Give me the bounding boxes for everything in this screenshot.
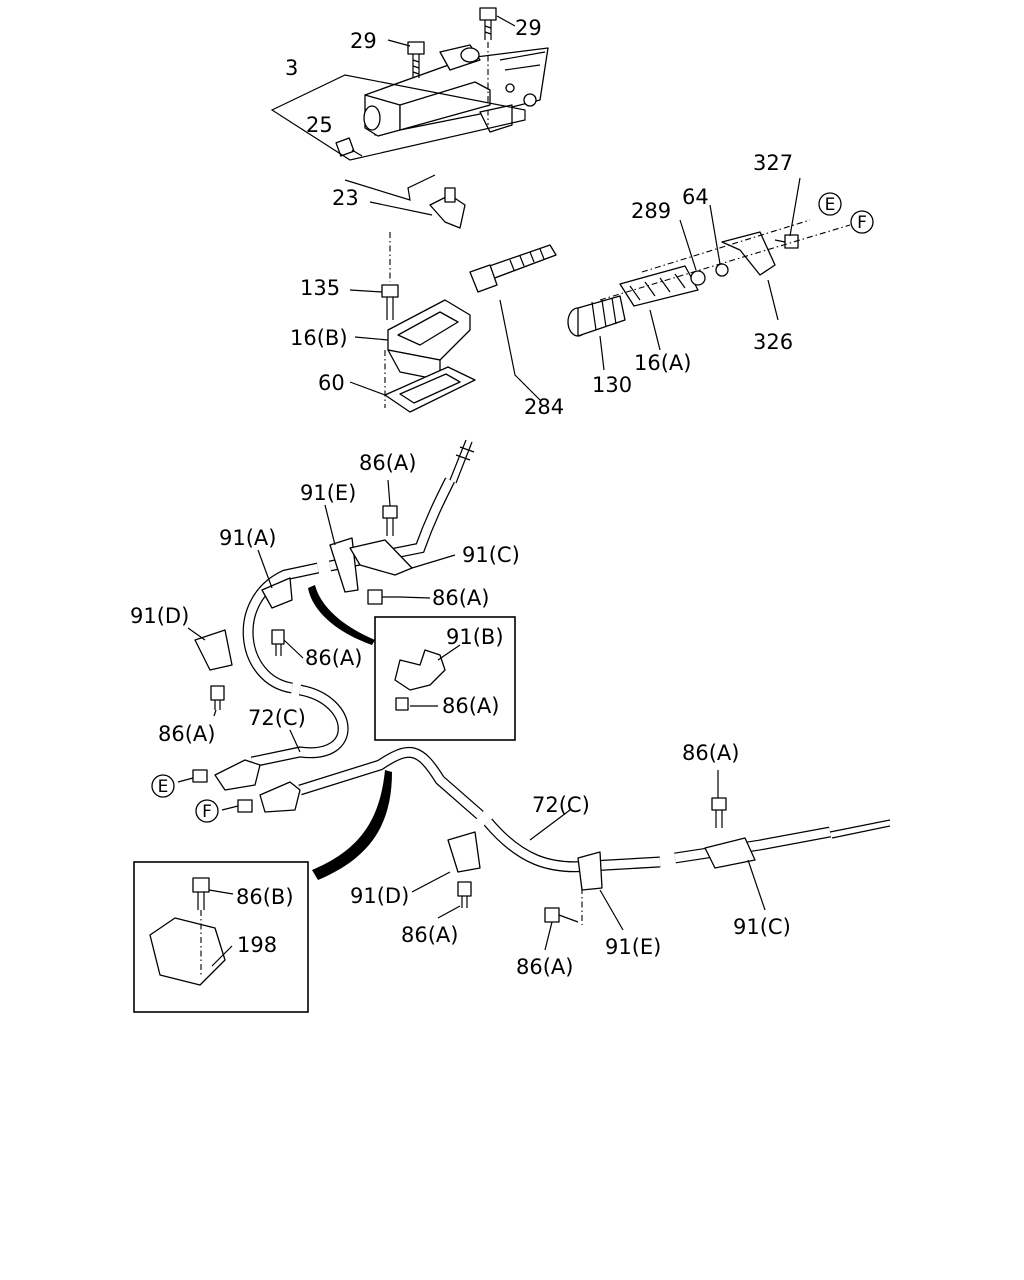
label-91e-1: 91(E): [300, 481, 356, 505]
cable-end-f: [221, 781, 301, 813]
label-130: 130: [592, 373, 632, 397]
label-23: 23: [332, 186, 359, 210]
label-29b: 29: [515, 16, 542, 40]
front-cable-72c: [242, 439, 475, 768]
clip-23: [429, 187, 466, 229]
label-86a-3: 86(A): [305, 646, 362, 670]
ref-e-bottom: E: [151, 774, 175, 798]
label-86a-1: 86(A): [359, 451, 416, 475]
rod-284: [469, 244, 557, 293]
label-289: 289: [631, 199, 671, 223]
bolt-135: [381, 284, 399, 320]
clamp-91e-lower: [577, 851, 603, 891]
brake-lever-assembly: [363, 44, 549, 137]
svg-text:E: E: [158, 777, 169, 797]
rear-cable-72c: [298, 746, 891, 873]
detail-pointer-198: [312, 770, 392, 880]
label-25: 25: [306, 113, 333, 137]
bolt-29-left: [407, 41, 425, 78]
label-91a: 91(A): [219, 526, 276, 550]
label-91e-2: 91(E): [605, 935, 661, 959]
label-72c-1: 72(C): [248, 706, 306, 730]
label-86a-7: 86(A): [401, 923, 458, 947]
label-60: 60: [318, 371, 345, 395]
svg-text:F: F: [857, 213, 867, 233]
gasket-60: [384, 366, 476, 413]
leader-lines: [187, 15, 801, 967]
label-86a-6: 86(A): [682, 741, 739, 765]
label-29a: 29: [350, 29, 377, 53]
part-labels: 29 29 3 25 23 327 289 64 135 16(B) 60 32…: [130, 16, 793, 979]
label-86a-5: 86(A): [158, 722, 215, 746]
leader-23: [344, 174, 436, 201]
cable-end-e: [177, 759, 261, 791]
label-91c-2: 91(C): [733, 915, 791, 939]
washer-289: [690, 270, 706, 286]
label-86a-2: 86(A): [432, 586, 489, 610]
label-198: 198: [237, 933, 277, 957]
label-16b: 16(B): [290, 326, 348, 350]
bracket-326: [721, 231, 776, 276]
label-86a-4: 86(A): [442, 694, 499, 718]
clamp-91e-upper: [329, 537, 413, 593]
label-326: 326: [753, 330, 793, 354]
clamp-91a: [261, 577, 293, 609]
label-135: 135: [300, 276, 340, 300]
bolt-29-right: [479, 7, 497, 40]
bracket-198-detail: [149, 877, 226, 986]
detail-box-91b: [374, 616, 516, 741]
clamp-91c-lower: [704, 837, 756, 869]
ref-f-top: F: [850, 210, 874, 234]
detail-box-198: [133, 861, 309, 1013]
label-16a: 16(A): [634, 351, 691, 375]
label-91b: 91(B): [446, 625, 504, 649]
label-284: 284: [524, 395, 564, 419]
svg-text:E: E: [825, 195, 836, 215]
equalizer-axis-f: [599, 224, 851, 301]
clamp-91d-lower: [447, 831, 481, 873]
label-91d-2: 91(D): [350, 884, 409, 908]
equalizer-axis-e: [641, 219, 811, 273]
label-327: 327: [753, 151, 793, 175]
boot-130: [567, 295, 626, 337]
svg-text:F: F: [202, 802, 212, 822]
nut-64: [715, 263, 729, 277]
boot-16b: [387, 299, 471, 381]
bolts-86a: [210, 505, 727, 923]
label-91d-1: 91(D): [130, 604, 189, 628]
bolt-327: [774, 234, 799, 249]
label-72c-2: 72(C): [532, 793, 590, 817]
label-86b: 86(B): [236, 885, 294, 909]
clamp-91b-detail: [394, 649, 446, 711]
label-3: 3: [285, 56, 298, 80]
label-91c-1: 91(C): [462, 543, 520, 567]
label-64: 64: [682, 185, 709, 209]
equalizer-16a: [619, 265, 699, 307]
label-86a-8: 86(A): [516, 955, 573, 979]
bolt-25: [335, 137, 363, 157]
leader-3-bracket: [270, 74, 526, 161]
detail-pointer-91b: [308, 585, 375, 645]
ref-e-top: E: [818, 192, 842, 216]
clamp-91d-left: [194, 629, 233, 671]
ref-f-bottom: F: [195, 799, 219, 823]
